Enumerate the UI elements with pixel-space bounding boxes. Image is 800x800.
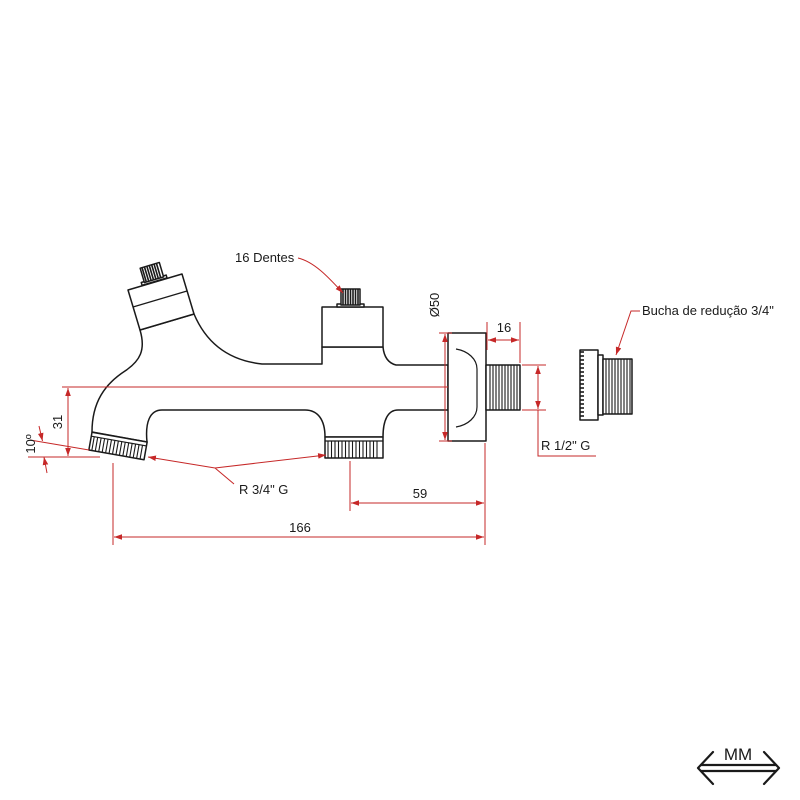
- left-thread-lines: [91, 436, 144, 460]
- thread-line: [150, 264, 157, 280]
- thread-line: [155, 263, 162, 278]
- thread-line: [108, 439, 113, 454]
- outlet-thread-leader-left: [147, 455, 216, 469]
- thread-line: [125, 442, 130, 457]
- angle-reference-line: [29, 439, 90, 451]
- left-thread-collar: [91, 435, 147, 447]
- thread-line: [98, 437, 102, 452]
- right-thread-lines: [327, 441, 378, 458]
- outlet-thread-leader-right: [214, 453, 327, 469]
- flange-dome: [455, 348, 478, 428]
- right-thread-body: [324, 436, 384, 459]
- inlet-length-extension-lines: [486, 322, 521, 363]
- thread-line: [143, 266, 150, 282]
- right-threaded-outlet: [324, 436, 384, 459]
- thread-line: [118, 441, 123, 456]
- flange-plate: [447, 332, 487, 442]
- arrow-head-right: [762, 750, 781, 786]
- angle-arrow-upper: [37, 425, 44, 442]
- double-arrow-icon: [696, 750, 781, 786]
- thread-line: [146, 265, 152, 281]
- angle-value: 10º: [23, 434, 38, 453]
- thread-line: [141, 267, 148, 283]
- stem-band: [132, 290, 188, 308]
- inlet-thread-lines: [489, 365, 518, 410]
- angled-valve-stem: [127, 261, 195, 331]
- teeth-leader: [297, 257, 344, 294]
- spacing-value: 59: [413, 486, 427, 501]
- outlet-thread-leader-tail: [214, 467, 235, 485]
- inlet-thread-extension-lines: [522, 364, 546, 411]
- thread-line: [132, 443, 137, 458]
- dimensions: 31 10º Ø50 16 R 1/2" G 59 166 R 3/4" G: [23, 250, 774, 545]
- inlet-thread-body: [485, 364, 521, 411]
- units-badge: MM: [696, 745, 781, 786]
- thread-line: [139, 445, 144, 460]
- thread-line: [148, 265, 155, 281]
- thread-line: [136, 444, 140, 459]
- vertical-valve: [321, 288, 384, 348]
- outlet-thread-label: R 3/4" G: [239, 482, 288, 497]
- stem-knob-ridges: [141, 263, 162, 283]
- inlet-length-value: 16: [497, 320, 511, 335]
- body-outline: [91, 313, 449, 443]
- bushing-knurl: [580, 351, 584, 417]
- diameter-extension-lines: [439, 332, 452, 442]
- arrow-shaft: [699, 763, 778, 773]
- reducer-label: Bucha de redução 3/4": [642, 303, 774, 318]
- thread-line: [94, 437, 99, 452]
- teeth-label: 16 Dentes: [235, 250, 295, 265]
- thread-line: [101, 438, 106, 453]
- height-value: 31: [50, 415, 65, 429]
- diameter-value: Ø50: [427, 293, 442, 318]
- bushing-thread-lines: [605, 359, 631, 414]
- spacing-extension-lines: [349, 443, 486, 545]
- units-label: MM: [724, 745, 752, 764]
- inlet-thread-leader: [537, 410, 596, 457]
- arrow-head-left: [696, 750, 715, 786]
- thread-line: [122, 442, 126, 457]
- valve-housing: [321, 306, 384, 348]
- stem-knob: [139, 261, 168, 287]
- inlet-thread-label: R 1/2" G: [541, 438, 590, 453]
- inlet-thread: [485, 364, 521, 411]
- overall-length-value: 166: [289, 520, 311, 535]
- thread-line: [91, 436, 95, 451]
- reducer-leader: [615, 310, 640, 356]
- thread-line: [115, 440, 119, 455]
- faucet-body: [88, 261, 521, 461]
- angle-arrow-lower: [42, 456, 49, 474]
- reducer-bushing: [579, 349, 633, 421]
- thread-line: [153, 263, 160, 279]
- thread-line: [105, 439, 109, 454]
- valve-knob-ridges: [342, 289, 359, 305]
- thread-line: [111, 440, 116, 455]
- left-threaded-outlet: [88, 431, 148, 461]
- thread-line: [129, 443, 133, 458]
- wall-flange: [447, 332, 487, 442]
